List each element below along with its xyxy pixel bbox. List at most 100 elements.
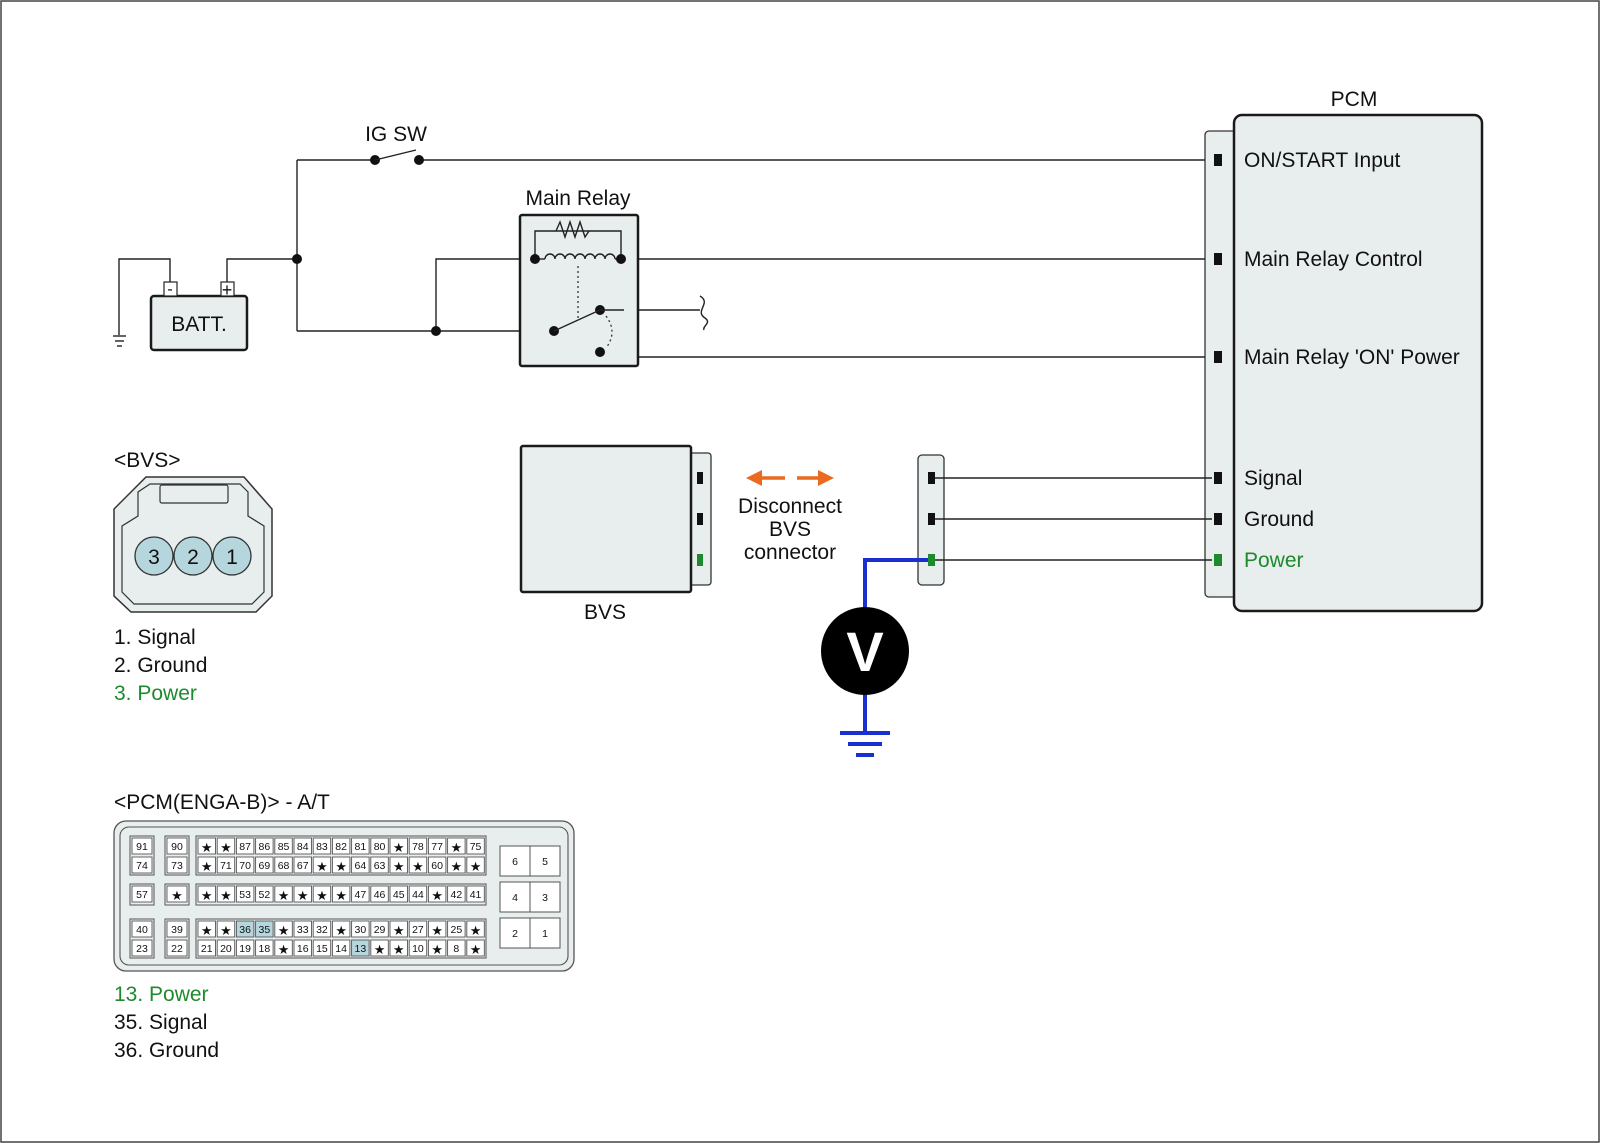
pcm-connector-pin <box>466 837 485 855</box>
pcm-connector-pin-number: 45 <box>393 889 405 901</box>
pcm-connector-pin-number: 69 <box>259 860 271 872</box>
pcm-connector-pin-star: ★ <box>431 923 443 938</box>
pcm-connector-pin <box>370 920 389 938</box>
pcm-connector-pin-star: ★ <box>220 840 232 855</box>
pcm-connector-pin <box>235 885 255 903</box>
pcm-connector-pin-number: 3 <box>542 892 548 904</box>
pcm-connector-pin-number: 35 <box>259 924 271 936</box>
pcm-connector-pin <box>427 856 447 874</box>
pcm-connector-pin-number: 22 <box>171 943 183 955</box>
pcm-connector-pin <box>216 837 236 855</box>
pcm-connector-pin <box>447 939 466 957</box>
pcm-connector-pin-number: 25 <box>451 924 463 936</box>
pcm-pin-label: ON/START Input <box>1244 149 1401 172</box>
pcm-connector-pin <box>255 939 274 957</box>
pcm-connector-pin <box>255 920 274 938</box>
pcm-connector-pin <box>197 920 216 938</box>
pcm-connector-pin-star: ★ <box>412 859 424 874</box>
bvs-pin-number: 1 <box>226 546 238 569</box>
bvs-label: BVS <box>584 601 626 624</box>
pcm-connector-pin-number: 80 <box>374 841 386 853</box>
pcm-connector-pin-star: ★ <box>374 942 386 957</box>
bvs-legend-item: 2. Ground <box>114 654 207 677</box>
pcm-connector-pin-number: 63 <box>374 860 386 872</box>
bvs-legend-item: 3. Power <box>114 682 197 705</box>
pcm-connector-pin-number: 10 <box>412 943 424 955</box>
pcm-connector-pin <box>312 920 332 938</box>
pcm-connector-pin-number: 1 <box>542 928 548 940</box>
pcm-connector-pin <box>331 885 351 903</box>
pcm-connector-pin-number: 53 <box>239 889 251 901</box>
pcm-connector-pin-number: 82 <box>335 841 347 853</box>
pcm-connector-pin-number: 20 <box>220 943 232 955</box>
pcm-connector-pin <box>331 939 351 957</box>
pcm-connector-pin-number: 86 <box>259 841 271 853</box>
pcm-connector-pin-star: ★ <box>451 859 463 874</box>
pcm-connector-pin-star: ★ <box>316 888 328 903</box>
battery: - + BATT. <box>149 280 249 352</box>
pcm-connector-pin-number: 73 <box>171 860 183 872</box>
bvs-pin <box>173 536 213 576</box>
pcm-connector-pin-star: ★ <box>278 923 290 938</box>
pcm-connector-pin <box>131 885 153 903</box>
pcm-connector-pin <box>255 856 274 874</box>
bvs-legend-item: 1. Signal <box>114 626 196 649</box>
pcm-connector-pin-number: 41 <box>470 889 482 901</box>
pcm-connector-pin <box>331 920 351 938</box>
pcm-connector-pin <box>466 856 485 874</box>
pcm-connector-pin <box>370 939 389 957</box>
main-relay-label: Main Relay <box>525 187 631 210</box>
pcm-connector-pin <box>166 939 188 957</box>
pcm-connector-pin <box>293 856 312 874</box>
pcm-connector-pin <box>447 885 466 903</box>
pcm-connector-pin-number: 47 <box>355 889 367 901</box>
pcm-connector-pin <box>197 885 216 903</box>
main-relay: Main Relay <box>518 187 640 368</box>
pcm-connector-pin <box>408 837 428 855</box>
pcm-connector-pin <box>216 920 236 938</box>
pcm-connector-pin <box>197 939 216 957</box>
pcm-connector-pin-star: ★ <box>171 888 183 903</box>
pcm-connector-pin <box>131 939 153 957</box>
pcm-connector-pin-number: 68 <box>278 860 290 872</box>
pcm-connector-pin-number: 32 <box>316 924 328 936</box>
pcm-connector-pin <box>166 856 188 874</box>
pcm-connector-pin <box>351 939 370 957</box>
pcm-connector-pin-star: ★ <box>451 840 463 855</box>
pcm-pin-marker <box>1214 351 1222 363</box>
pcm-connector-pin-number: 40 <box>136 924 148 936</box>
pcm-connector-title: <PCM(ENGA-B)> - A/T <box>114 791 330 814</box>
pcm-connector-pin-number: 36 <box>239 924 251 936</box>
pcm-connector-pin-number: 78 <box>412 841 424 853</box>
pcm-connector-pin-number: 16 <box>297 943 309 955</box>
pcm-pin-marker <box>1214 253 1222 265</box>
pcm-pin-label: Power <box>1244 549 1304 572</box>
pcm-connector-pin <box>166 885 188 903</box>
pcm-pin-label: Main Relay Control <box>1244 248 1423 271</box>
pcm-pin-marker <box>1214 154 1222 166</box>
pcm-connector-pin-number: 29 <box>374 924 386 936</box>
pcm-pin-marker <box>1214 554 1222 566</box>
pcm-connector-pin <box>351 885 370 903</box>
pcm-connector-strip <box>1204 130 1238 598</box>
pcm-connector-pin <box>408 856 428 874</box>
pcm-connector-pin <box>427 939 447 957</box>
pcm-connector-pin <box>293 920 312 938</box>
pcm-connector-pin-number: 84 <box>297 841 309 853</box>
ignition-switch-label: IG SW <box>365 123 427 146</box>
pcm-connector-pin-number: 90 <box>171 841 183 853</box>
pcm-label: PCM <box>1331 88 1378 111</box>
pcm-connector-pin-number: 81 <box>355 841 367 853</box>
pcm-connector-pin <box>293 939 312 957</box>
pcm-connector-pin <box>131 856 153 874</box>
pcm-connector-pin-number: 42 <box>451 889 463 901</box>
pcm-connector-pin <box>235 920 255 938</box>
pcm-connector-pin-number: 2 <box>512 928 518 940</box>
pcm-connector-pin <box>216 885 236 903</box>
battery-minus-label: - <box>167 281 172 298</box>
pcm-connector-pin-star: ★ <box>393 859 405 874</box>
pcm-connector-pin-number: 71 <box>220 860 232 872</box>
pcm-connector-pin <box>389 856 408 874</box>
pcm-connector-pin-number: 5 <box>542 856 548 868</box>
